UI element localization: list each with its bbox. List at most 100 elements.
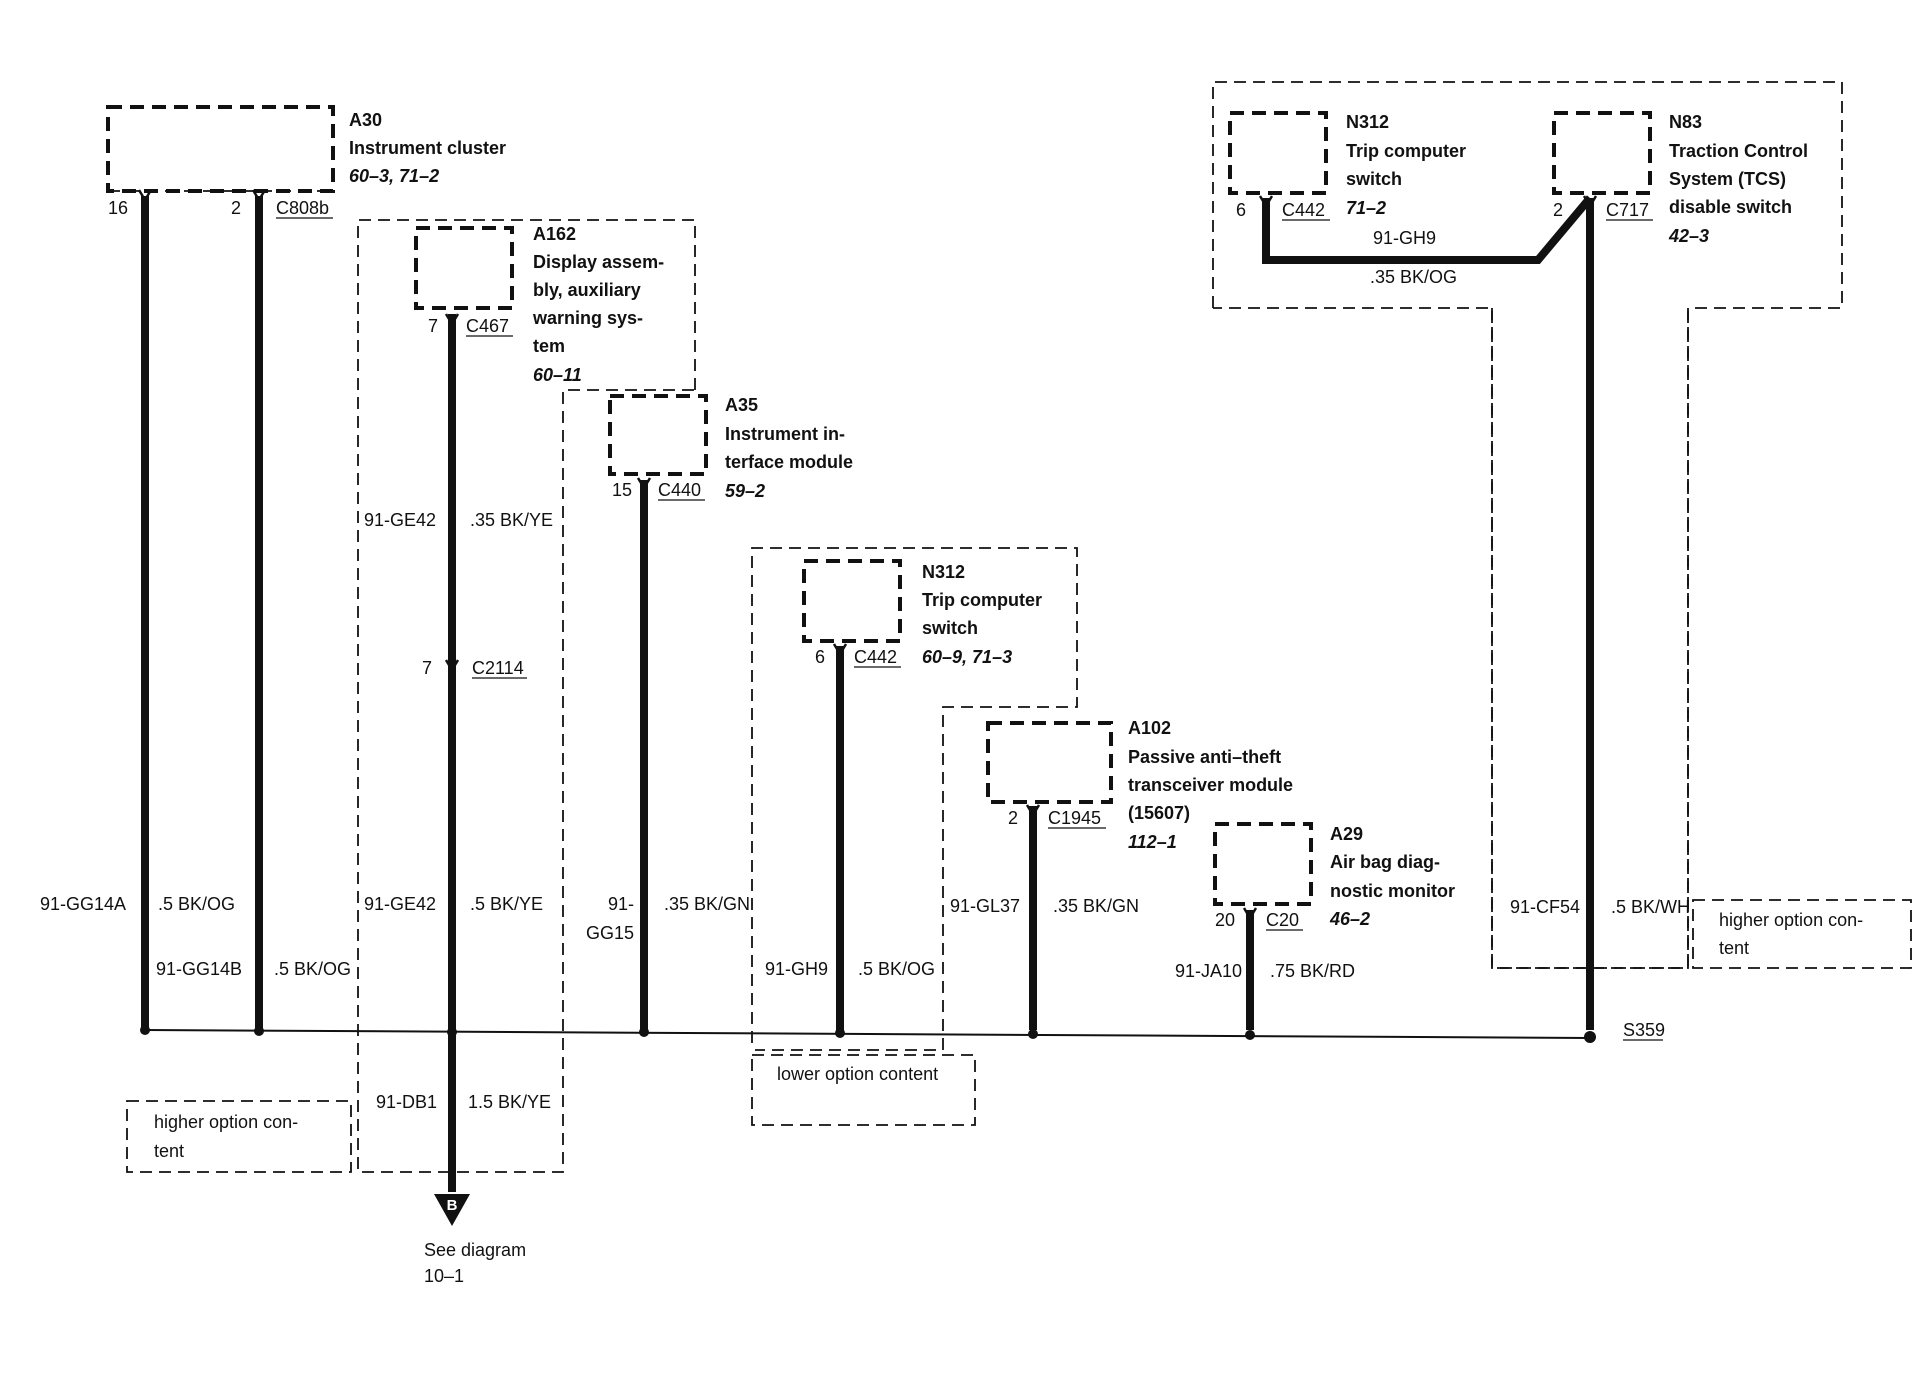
wire-circuit-label: 91-GE42 <box>364 510 436 530</box>
splice-label: S359 <box>1623 1020 1665 1040</box>
a29-ref: 46–2 <box>1329 909 1370 929</box>
wire-circuit-label: 91-GG14A <box>40 894 126 914</box>
pin-number: 6 <box>815 647 825 667</box>
wire-spec-label: .35 BK/GN <box>1053 896 1139 916</box>
connector-id: C717 <box>1606 200 1649 220</box>
a30-label: A30 Instrument cluster 60–3, 71–2 <box>349 110 506 186</box>
higher-option-label-left: higher option con- <box>154 1112 298 1132</box>
a162-name-line: warning sys- <box>532 308 643 328</box>
a102-ref: 112–1 <box>1128 832 1177 852</box>
a102-component-box <box>986 721 1113 804</box>
wire-spec-label: .5 BK/WH <box>1611 897 1690 917</box>
wire-circuit-label: 91- <box>608 894 634 914</box>
a102-name-line: (15607) <box>1128 803 1190 823</box>
a35-label: A35 Instrument in- terface module 59–2 <box>725 395 853 501</box>
a29-id: A29 <box>1330 824 1363 844</box>
option-zone-trip-computer-mid <box>751 547 1078 1051</box>
wire-spec-label: 1.5 BK/YE <box>468 1092 551 1112</box>
pin-number: 6 <box>1236 200 1246 220</box>
n312-mid-name-line: switch <box>922 618 978 638</box>
wire-91-gh9-top <box>1262 195 1594 264</box>
connector-id: C442 <box>854 647 897 667</box>
wire-circuit-label: 91-DB1 <box>376 1092 437 1112</box>
n312-top-name-line: Trip computer <box>1346 141 1466 161</box>
a102-id: A102 <box>1128 718 1171 738</box>
n312-mid-name-line: Trip computer <box>922 590 1042 610</box>
wire-circuit-label: 91-CF54 <box>1510 897 1580 917</box>
n83-name-line: Traction Control <box>1669 141 1808 161</box>
n312-mid-ref: 60–9, 71–3 <box>922 647 1012 667</box>
a102-label: A102 Passive anti–theft transceiver modu… <box>1128 718 1293 852</box>
offpage-reference-number: 10–1 <box>424 1266 464 1286</box>
a162-component-box <box>414 226 514 310</box>
a30-ref: 60–3, 71–2 <box>349 166 439 186</box>
connector-id: C1945 <box>1048 808 1101 828</box>
n312-top-id: N312 <box>1346 112 1389 132</box>
a30-name: Instrument cluster <box>349 138 506 158</box>
wire-circuit-label: 91-GE42 <box>364 894 436 914</box>
wire-circuit-label: GG15 <box>586 923 634 943</box>
option-zone-tcs-lower <box>1491 308 1689 969</box>
pin-terminal-marks <box>137 189 1598 921</box>
a35-component-box <box>608 394 708 476</box>
offpage-reference-line: See diagram <box>424 1240 526 1260</box>
n83-label: N83 Traction Control System (TCS) disabl… <box>1668 112 1808 246</box>
n312-top-label: N312 Trip computer switch 71–2 <box>1346 112 1466 218</box>
connector-id: C20 <box>1266 910 1299 930</box>
a162-ref: 60–11 <box>533 365 582 385</box>
pin-number: 15 <box>612 480 632 500</box>
pin-number: 20 <box>1215 910 1235 930</box>
a35-ref: 59–2 <box>725 481 765 501</box>
connector-id: C808b <box>276 198 329 218</box>
a162-name-line: tem <box>533 336 565 356</box>
inline-connector-id: C2114 <box>472 658 524 678</box>
lower-option-label: lower option content <box>777 1064 938 1084</box>
higher-option-label-right: tent <box>1719 938 1749 958</box>
higher-option-label-left: tent <box>154 1141 184 1161</box>
a162-name-line: Display assem- <box>533 252 664 272</box>
wire-spec-label: .35 BK/OG <box>1370 267 1457 287</box>
higher-option-label-right: higher option con- <box>1719 910 1863 930</box>
n312-mid-label: N312 Trip computer switch 60–9, 71–3 <box>922 562 1042 667</box>
wire-spec-label: .5 BK/YE <box>470 894 543 914</box>
pin-number: 7 <box>428 316 438 336</box>
pin-number: 2 <box>1553 200 1563 220</box>
connector-id: C442 <box>1282 200 1325 220</box>
higher-option-content-box-right <box>1692 899 1912 969</box>
a162-label: A162 Display assem- bly, auxiliary warni… <box>532 224 664 385</box>
a35-name-line: terface module <box>725 452 853 472</box>
a162-name-line: bly, auxiliary <box>533 280 641 300</box>
wire-spec-label: .5 BK/OG <box>158 894 235 914</box>
n312-mid-id: N312 <box>922 562 965 582</box>
n83-component-box <box>1552 111 1652 195</box>
pin-number: 7 <box>422 658 432 678</box>
pin-number: 16 <box>108 198 128 218</box>
n83-id: N83 <box>1669 112 1702 132</box>
wire-spec-label: .5 BK/OG <box>858 959 935 979</box>
wire-circuit-label: 91-GG14B <box>156 959 242 979</box>
wire-spec-label: .35 BK/YE <box>470 510 553 530</box>
lower-option-content-box <box>751 1054 976 1126</box>
splice-dots <box>140 1025 1596 1043</box>
n312-top-component-box <box>1228 111 1328 195</box>
wire-circuit-label: 91-GH9 <box>1373 228 1436 248</box>
wire-circuit-label: 91-GL37 <box>950 896 1020 916</box>
n312-top-name-line: switch <box>1346 169 1402 189</box>
ground-bus <box>144 1029 1591 1039</box>
wire-circuit-label: 91-JA10 <box>1175 961 1242 981</box>
a102-name-line: Passive anti–theft <box>1128 747 1281 767</box>
pin-number: 2 <box>231 198 241 218</box>
a162-id: A162 <box>533 224 576 244</box>
a29-label: A29 Air bag diag- nostic monitor 46–2 <box>1329 824 1455 929</box>
a35-name-line: Instrument in- <box>725 424 845 444</box>
wire-spec-label: .75 BK/RD <box>1270 961 1355 981</box>
pin-number: 2 <box>1008 808 1018 828</box>
wire-circuit-label: 91-GH9 <box>765 959 828 979</box>
n83-name-line: disable switch <box>1669 197 1792 217</box>
wire-spec-label: .5 BK/OG <box>274 959 351 979</box>
offpage-connector-letter: B <box>447 1197 458 1214</box>
a35-id: A35 <box>725 395 758 415</box>
n312-top-ref: 71–2 <box>1346 198 1386 218</box>
n312-mid-component-box <box>802 559 902 643</box>
